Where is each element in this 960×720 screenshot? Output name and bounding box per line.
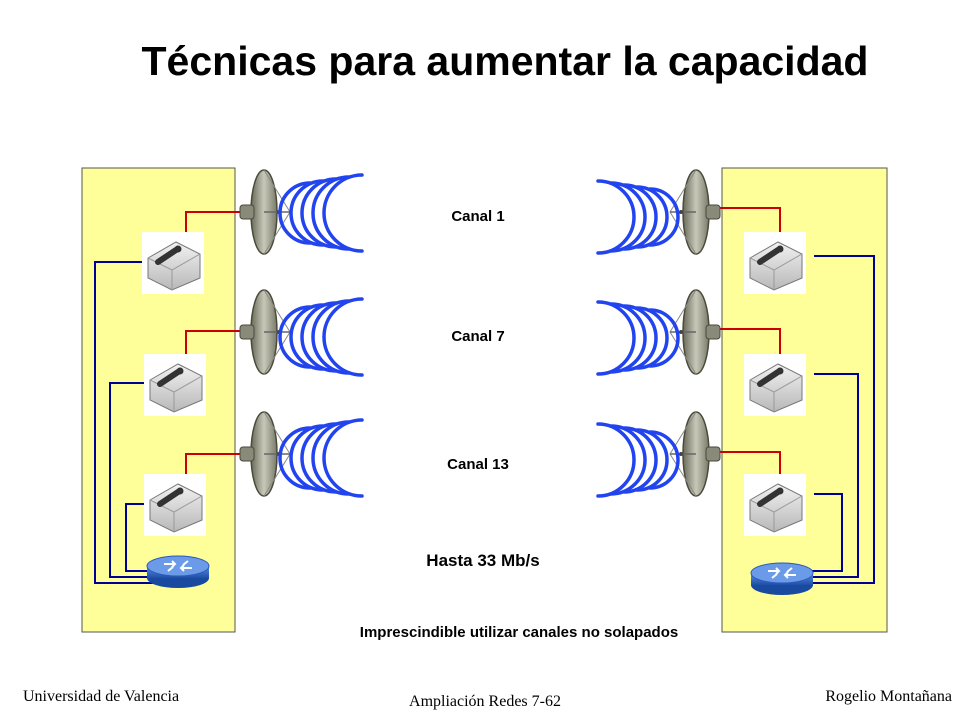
overlap-note: Imprescindible utilizar canales no solap… [359, 624, 679, 641]
left-access-point-1 [142, 232, 204, 294]
footer-course: Ampliación Redes 7-62 [409, 693, 561, 710]
left-blue-links [94, 261, 156, 584]
left-red-links [185, 211, 240, 474]
channel-label-2: Canal 7 [451, 328, 505, 345]
right-access-point-2 [744, 354, 806, 416]
left-wave-icon-1 [278, 173, 364, 253]
slide-title: Técnicas para aumentar la capacidad [141, 38, 869, 84]
left-access-point-3 [144, 474, 206, 536]
right-wave-icon-3 [596, 422, 680, 498]
footer-author: Rogelio Montañana [825, 688, 952, 705]
right-red-links [718, 207, 781, 474]
speed-label: Hasta 33 Mb/s [426, 551, 540, 570]
left-access-point-2 [144, 354, 206, 416]
left-dish-antenna-2 [239, 289, 291, 375]
channel-label-3: Canal 13 [447, 456, 509, 473]
right-access-point-3 [744, 474, 806, 536]
left-wave-icon-3 [278, 418, 364, 498]
left-dish-antenna-3 [239, 411, 291, 497]
right-access-point-1 [744, 232, 806, 294]
right-router-icon [750, 562, 814, 596]
right-wave-icon-1 [596, 179, 680, 255]
left-wave-icon-2 [278, 297, 364, 377]
left-dish-antenna-1 [239, 169, 291, 255]
right-blue-links [812, 255, 875, 584]
footer-university: Universidad de Valencia [23, 688, 180, 705]
right-wave-icon-2 [596, 300, 680, 376]
channel-label-1: Canal 1 [451, 208, 505, 225]
left-router-icon [146, 555, 210, 589]
